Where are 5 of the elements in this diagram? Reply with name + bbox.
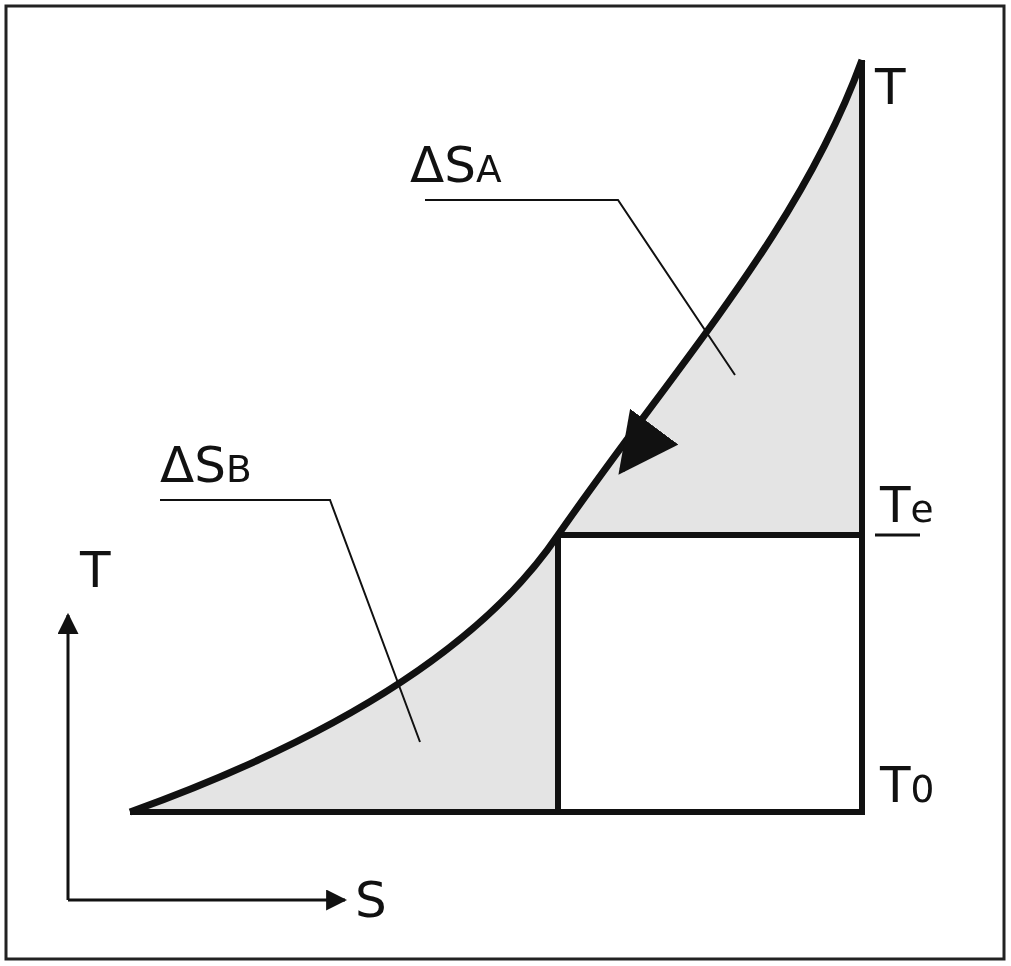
leader-line: [159, 499, 421, 743]
axis-label: S: [355, 875, 387, 925]
axis-label: T: [875, 62, 906, 112]
axis-label: T: [80, 545, 111, 595]
leader-line: [424, 199, 736, 376]
